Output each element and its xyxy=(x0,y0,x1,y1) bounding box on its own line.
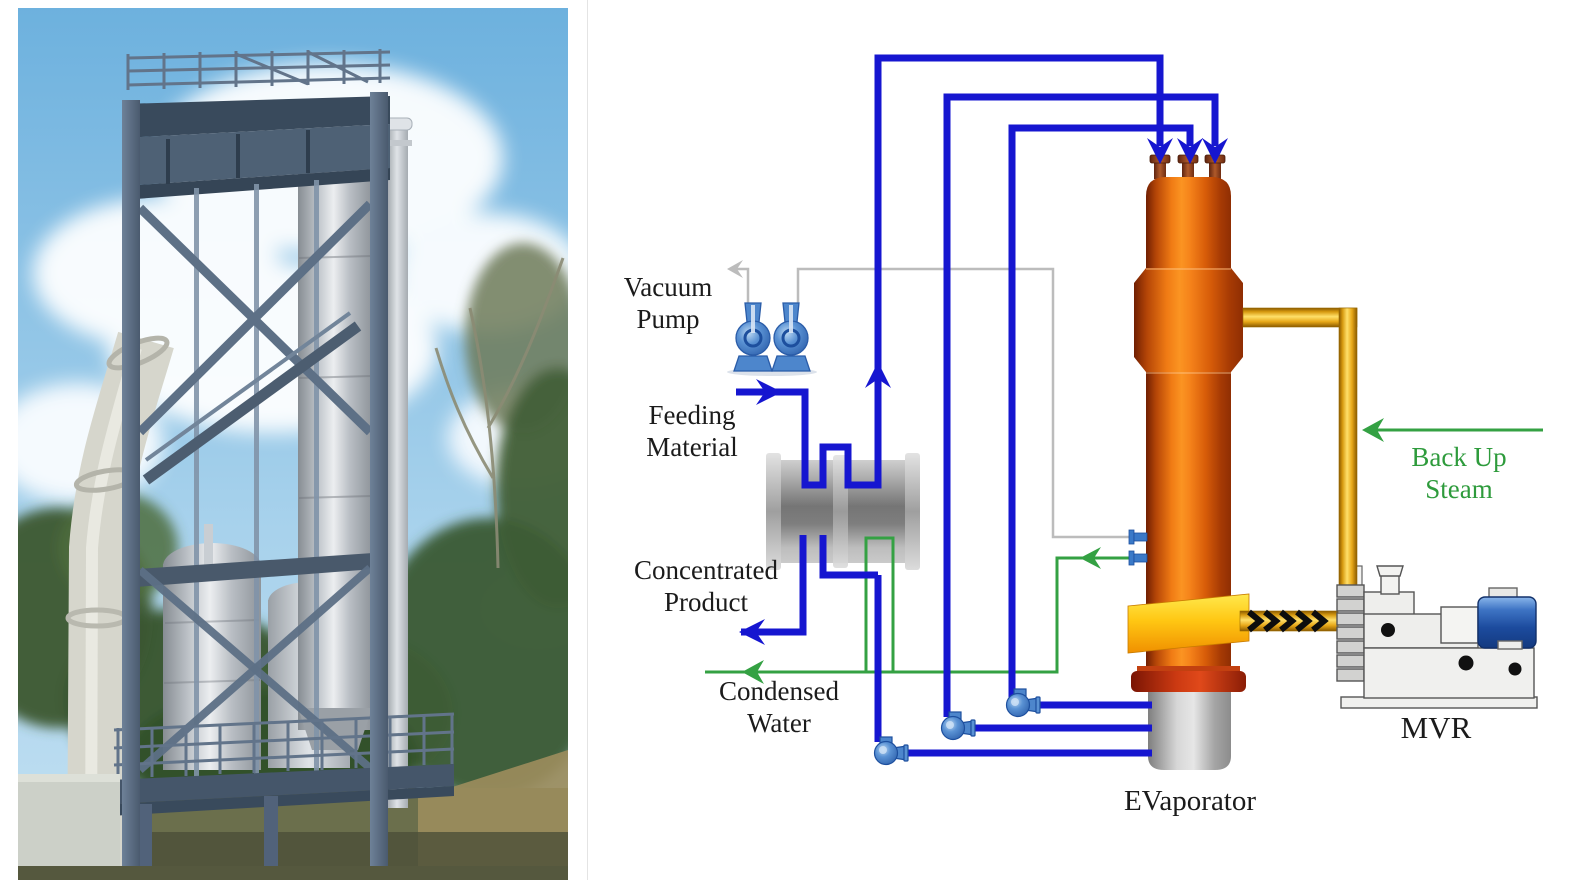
label-vacuum-pump: Vacuum Pump xyxy=(624,271,712,335)
label-feeding-material: Feeding Material xyxy=(646,399,737,463)
sight-glass-band xyxy=(1127,593,1250,654)
main-column-vessel xyxy=(298,141,372,750)
label-line: Pump xyxy=(636,304,700,334)
condensate-arrow-icon xyxy=(1080,547,1101,569)
label-line: Steam xyxy=(1425,474,1493,504)
mvr-icon xyxy=(1336,565,1538,709)
condensed-water-arrow-icon xyxy=(742,660,764,684)
label-line: Concentrated xyxy=(634,555,778,585)
side-nozzles xyxy=(1128,529,1148,566)
flow-arrow-icon xyxy=(739,138,1228,645)
label-concentrated-product: Concentrated Product xyxy=(634,554,778,618)
diagram-art xyxy=(705,54,1543,770)
vacuum-line xyxy=(727,260,1136,539)
circulation-pump-icon xyxy=(1005,688,1041,718)
process-diagram: Vacuum Pump Feeding Material Concentrate… xyxy=(588,0,1580,880)
gold-vapor-pipe xyxy=(1239,307,1363,633)
label-mvr: MVR xyxy=(1400,710,1472,745)
plant-photo-art xyxy=(18,8,568,880)
label-back-up-steam: Back Up Steam xyxy=(1411,441,1506,505)
circulation-pump-icon xyxy=(873,736,909,766)
top-railing xyxy=(126,49,391,90)
circulation-pump-icon xyxy=(940,711,976,741)
product-pipe xyxy=(741,535,807,636)
plant-photo xyxy=(18,8,568,880)
foreground-strip xyxy=(18,866,568,880)
backup-steam-arrow-icon xyxy=(1362,418,1384,442)
label-line: Vacuum xyxy=(623,272,713,302)
concrete-block xyxy=(18,774,120,880)
lower-railing xyxy=(113,712,455,778)
label-line: Product xyxy=(663,587,748,617)
label-line: Material xyxy=(646,432,738,462)
label-evaporator: EVaporator xyxy=(1123,785,1257,817)
mvr-ribs xyxy=(1336,584,1365,682)
label-line: Condensed xyxy=(719,676,839,706)
bare-tree xyxy=(434,257,565,569)
concrete-edge xyxy=(18,774,120,782)
panel-divider xyxy=(587,0,588,880)
circulation-pipes xyxy=(736,54,1228,757)
label-line: Water xyxy=(747,708,811,738)
bottom-flange xyxy=(1131,671,1246,692)
chevron-flow-icon xyxy=(1247,609,1329,633)
backup-steam-line xyxy=(1362,418,1543,442)
circulation-pump-icons xyxy=(873,688,1041,766)
bottom-shell xyxy=(1148,692,1231,770)
evaporator-icon xyxy=(1127,154,1250,770)
vacuum-pumps-icon xyxy=(727,302,817,376)
label-line: Back Up xyxy=(1411,442,1507,472)
label-condensed-water: Condensed Water xyxy=(719,675,839,739)
label-line: Feeding xyxy=(648,400,736,430)
vacuum-exhaust-arrow-icon xyxy=(727,260,743,278)
heat-exchanger-icon xyxy=(766,453,920,570)
feed-pipe xyxy=(736,54,1164,489)
steel-frame xyxy=(110,49,455,880)
